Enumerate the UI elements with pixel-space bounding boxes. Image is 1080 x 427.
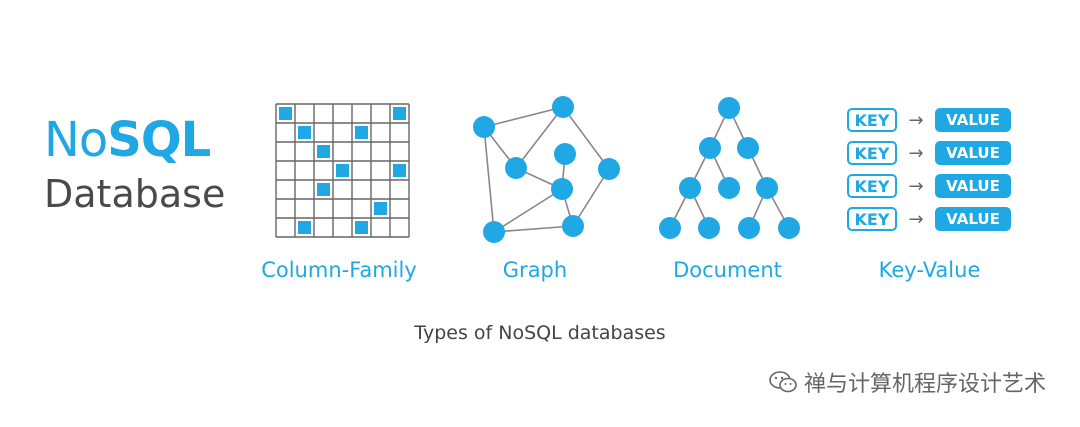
graph-node (598, 158, 620, 180)
graph-node (483, 221, 505, 243)
key-value-row: KEY → VALUE (847, 141, 1011, 165)
key-box: KEY (847, 108, 897, 132)
key-box: KEY (847, 141, 897, 165)
document-diagram (659, 97, 800, 239)
key-box: KEY (847, 207, 897, 231)
document-node (778, 217, 800, 239)
graph-node (562, 215, 584, 237)
document-node (659, 217, 681, 239)
graph-node (554, 143, 576, 165)
caption: Types of NoSQL databases (414, 322, 666, 344)
graph-node (551, 178, 573, 200)
grid-cell-filled (355, 221, 368, 234)
arrow-icon: → (908, 175, 924, 197)
document-node (679, 177, 701, 199)
label-graph: Graph (502, 258, 568, 282)
grid-cell-filled (317, 145, 330, 158)
title-database: Database (44, 172, 226, 216)
grid-cell-filled (393, 164, 406, 177)
key-value-row: KEY → VALUE (847, 207, 1011, 231)
document-node (699, 137, 721, 159)
document-node (698, 217, 720, 239)
column-family-diagram (275, 103, 410, 238)
document-node (718, 177, 740, 199)
label-column-family: Column-Family (261, 258, 417, 282)
arrow-icon: → (908, 208, 924, 230)
grid-cell-filled (298, 126, 311, 139)
value-box: VALUE (935, 207, 1011, 231)
grid-cell-filled (393, 107, 406, 120)
grid-cell-filled (298, 221, 311, 234)
graph-node (473, 116, 495, 138)
title-no-part: No (44, 112, 108, 168)
document-node (738, 217, 760, 239)
graph-node (505, 157, 527, 179)
label-document: Document (673, 258, 782, 282)
title-sql-part: SQL (107, 112, 211, 168)
label-key-value: Key-Value (878, 258, 981, 282)
arrow-icon: → (908, 109, 924, 131)
grid-cell-filled (355, 126, 368, 139)
grid-cell-filled (374, 202, 387, 215)
watermark: 禅与计算机程序设计艺术 (768, 366, 1046, 398)
value-box: VALUE (935, 108, 1011, 132)
title-nosql: NoSQL (44, 112, 211, 168)
document-node (718, 97, 740, 119)
grid-cell-filled (336, 164, 349, 177)
arrow-icon: → (908, 142, 924, 164)
document-node (756, 177, 778, 199)
value-box: VALUE (935, 141, 1011, 165)
watermark-text: 禅与计算机程序设计艺术 (803, 372, 1046, 397)
wechat-icon (769, 371, 797, 393)
grid-cell-filled (279, 107, 292, 120)
value-box: VALUE (935, 174, 1011, 198)
key-value-row: KEY → VALUE (847, 174, 1011, 198)
key-value-row: KEY → VALUE (847, 108, 1011, 132)
graph-node (552, 96, 574, 118)
document-node (737, 137, 759, 159)
grid-cell-filled (317, 183, 330, 196)
graph-diagram (473, 96, 620, 243)
key-box: KEY (847, 174, 897, 198)
